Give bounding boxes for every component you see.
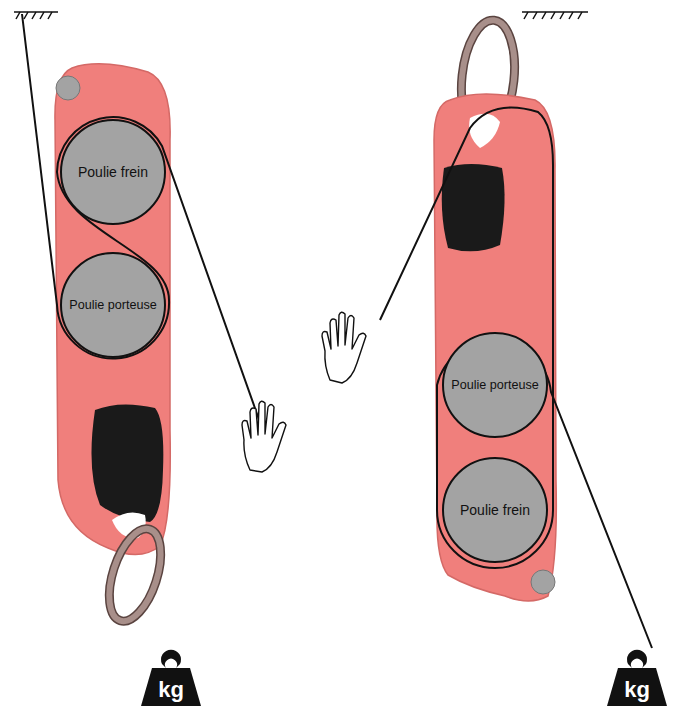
pulley-wheel: Poulie porteuse — [441, 331, 549, 439]
pulley-disc — [443, 333, 547, 437]
pulley-wheel: Poulie frein — [441, 456, 549, 564]
pulley-wheel: Poulie porteuse — [59, 251, 167, 359]
pulley-label: Poulie frein — [460, 502, 530, 518]
pulley-body — [434, 18, 556, 601]
pulley-wheel: Poulie frein — [59, 118, 167, 226]
pulley-text-holder: Poulie porteuse — [441, 331, 549, 439]
pulley-label: Poulie frein — [78, 164, 148, 180]
rope — [22, 14, 652, 648]
pulley-label: Poulie porteuse — [69, 298, 157, 312]
weight-unit: kg — [158, 679, 184, 701]
pulley-label: Poulie porteuse — [451, 378, 539, 392]
pulley-disc — [443, 458, 547, 562]
pulley-text-holder: Poulie frein — [441, 456, 549, 564]
weight-unit: kg — [624, 679, 650, 701]
anchor-symbol — [14, 12, 588, 19]
pulley-disc — [61, 120, 165, 224]
pulley-disc — [61, 253, 165, 357]
pulley-body — [55, 64, 171, 628]
pulley-text-holder: Poulie frein — [59, 118, 167, 226]
hand-icon — [242, 312, 366, 472]
pulley-text-holder: Poulie porteuse — [59, 251, 167, 359]
weight-icon — [141, 650, 667, 706]
